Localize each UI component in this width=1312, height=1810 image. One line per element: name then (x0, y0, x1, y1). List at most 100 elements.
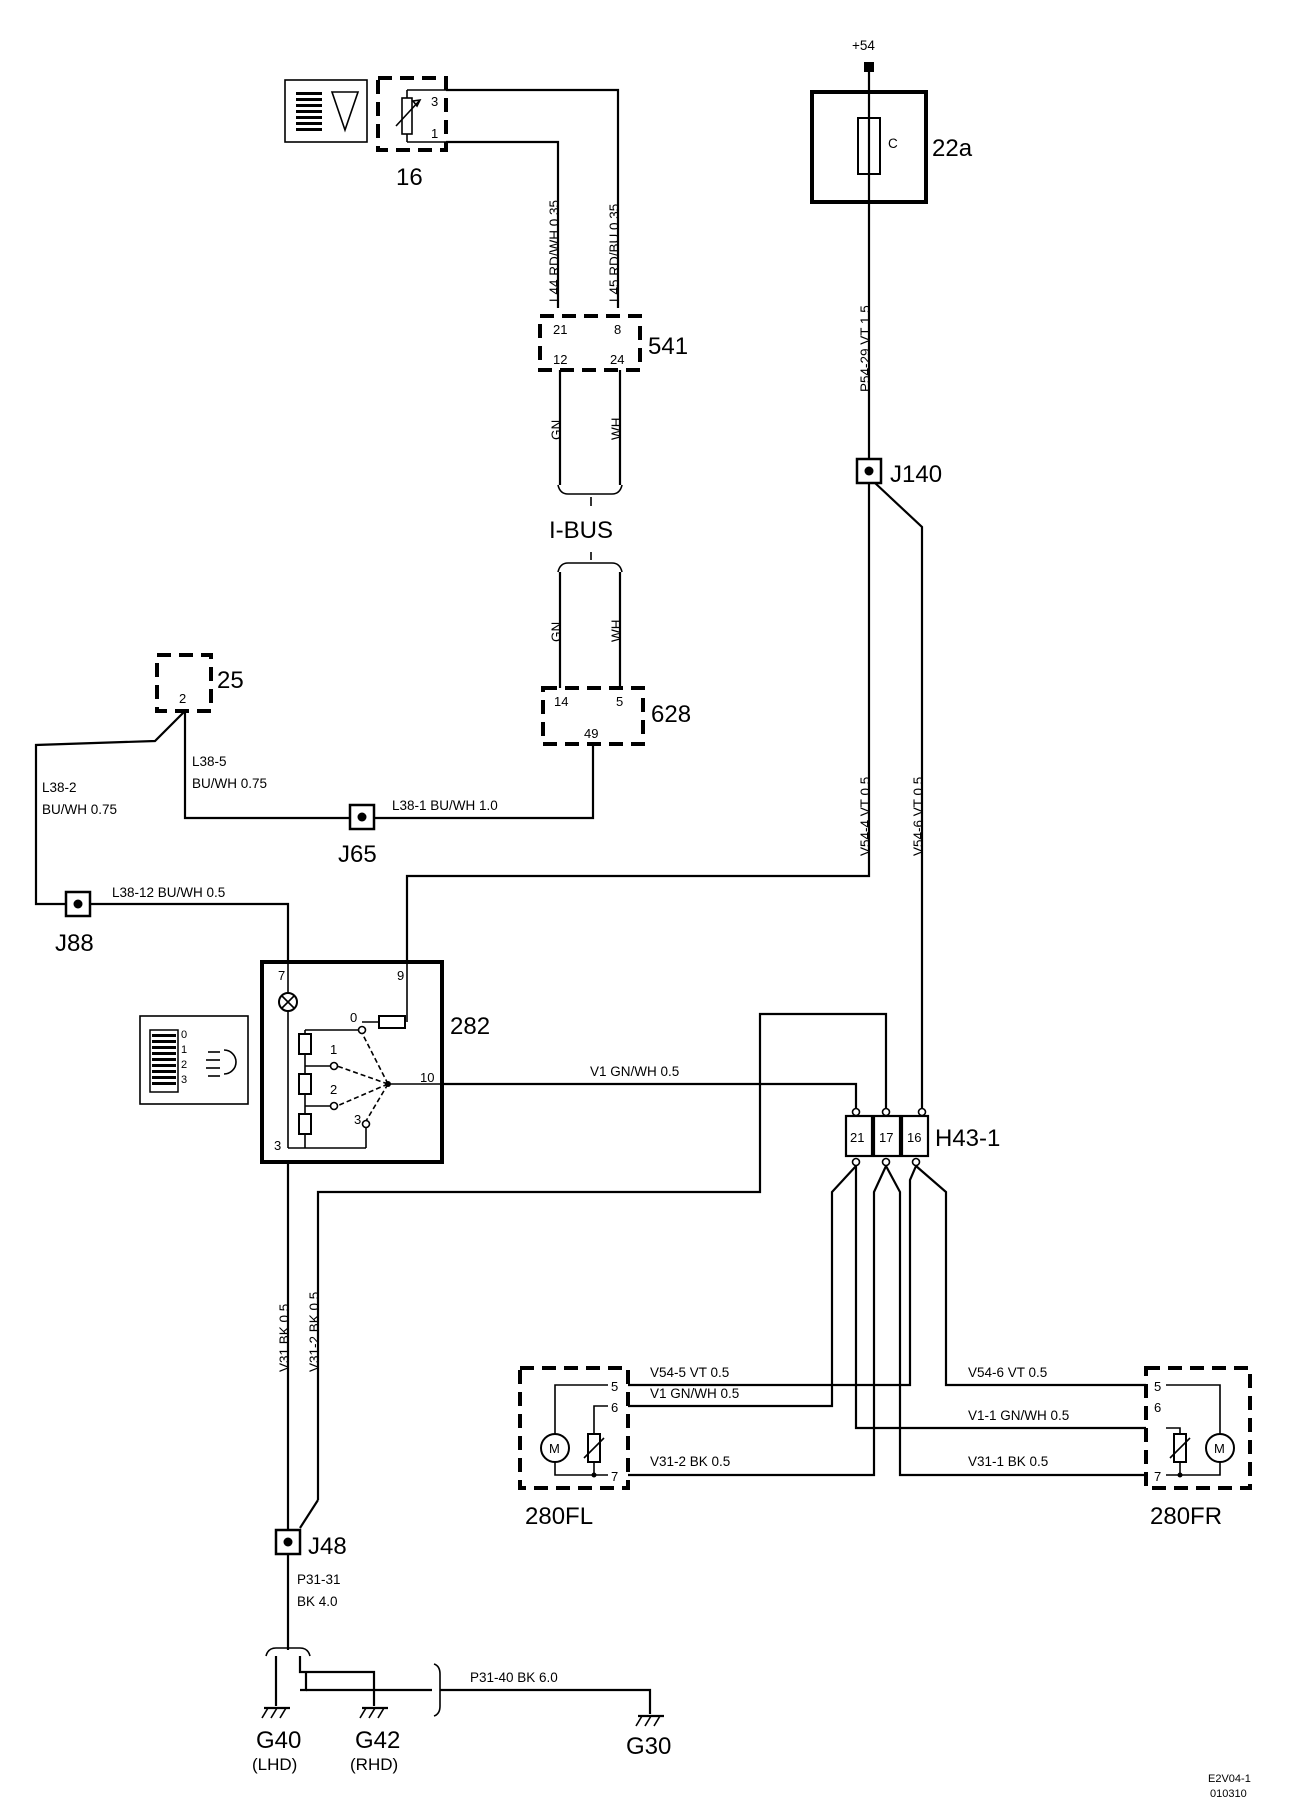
component-282-box (260, 960, 444, 1164)
wire-v1-fl (628, 1165, 857, 1408)
supply-terminal: +54 (852, 38, 875, 72)
ibus-label: I-BUS (549, 517, 613, 544)
junction-j140: J140 (855, 457, 942, 488)
h43-pin-17: 17 (879, 1130, 893, 1145)
motor-fr-icon (1205, 1433, 1235, 1463)
pin-541-12: 12 (553, 352, 567, 367)
ground-g42-note: (RHD) (350, 1755, 398, 1774)
h43-pin16-cell (900, 1114, 930, 1158)
ibus-brace-upper (557, 484, 623, 495)
component-22a-box (810, 90, 928, 204)
wire-l38-2 (34, 710, 186, 906)
wire-l38-5-label: L38-5 (192, 754, 227, 769)
wire-l45-label: L45 RD/BU 0.35 (607, 204, 622, 302)
component-541: 21 8 12 24 541 (538, 314, 688, 372)
wire-p31-31-spec: BK 4.0 (297, 1594, 338, 1609)
ground-g30: G30 (626, 1714, 671, 1760)
resistor-9-icon (378, 1015, 406, 1029)
dimmer-panel-icon (284, 79, 368, 143)
component-628-label: 628 (651, 701, 691, 728)
ground-brace-right (433, 1663, 441, 1717)
wire-v54-4-label: V54-4 VT 0.5 (858, 777, 873, 856)
pin-25-2: 2 (179, 691, 186, 706)
motor-fr-label: M (1214, 1441, 1225, 1456)
wire-v1-label: V1 GN/WH 0.5 (590, 1064, 679, 1079)
component-541-label: 541 (648, 333, 688, 360)
headlamp-icon (223, 1049, 237, 1075)
wire-l38-2-spec: BU/WH 0.75 (42, 802, 117, 817)
h43-pin21-cell (844, 1114, 874, 1158)
wire-v54-6-fr-label: V54-6 VT 0.5 (968, 1365, 1047, 1380)
rheostat-icon (401, 97, 413, 135)
ibus-wh-upper-label: WH (609, 418, 624, 441)
component-280fr: 5 6 7 M 280FR (1144, 1366, 1252, 1530)
pin-628-49: 49 (584, 726, 598, 741)
junction-j88-box (64, 890, 92, 918)
junction-j88-dot (73, 899, 83, 909)
junction-j88-label: J88 (55, 930, 94, 957)
wire-g42 (298, 1656, 376, 1706)
switch-pos-0: 0 (350, 1010, 357, 1025)
pin-16-1: 1 (431, 126, 438, 141)
component-22a-label: 22a (932, 135, 973, 162)
switch-pos-1: 1 (330, 1042, 337, 1057)
fr-pin-6: 6 (1154, 1400, 1161, 1415)
ground-g40-note: (LHD) (252, 1755, 297, 1774)
ground-g42-label: G42 (355, 1727, 400, 1754)
switch-pos-3: 3 (354, 1112, 361, 1127)
footer-code: E2V04-1 (1208, 1773, 1251, 1785)
wire-v54-5-fl (628, 1165, 918, 1387)
wire-l45 (446, 88, 620, 308)
wire-p31-40-label: P31-40 BK 6.0 (470, 1670, 558, 1685)
component-16: 3 1 16 (284, 76, 448, 191)
ibus-gn-lower-label: GN (549, 622, 564, 642)
wire-l44 (446, 140, 560, 308)
ground-g30-label: G30 (626, 1733, 671, 1760)
switch-legend-3: 3 (181, 1074, 187, 1086)
switch-legend-0: 0 (181, 1029, 187, 1041)
contact-1-icon (329, 1061, 339, 1071)
light-switch-panel-icon: 0 1 2 3 (139, 1015, 249, 1105)
component-541-box (538, 314, 642, 372)
fl-pin-6: 6 (611, 1400, 618, 1415)
component-280fr-box (1144, 1366, 1252, 1490)
junction-j140-label: J140 (890, 461, 942, 488)
connector-h43-1: 21 17 16 H43-1 (844, 1107, 1000, 1167)
wire-v54-5-label: V54-5 VT 0.5 (650, 1365, 729, 1380)
resistor-3-icon (298, 1113, 312, 1135)
wire-v54-6-up (874, 482, 924, 1116)
wire-v31-label: V31 BK 0.5 (277, 1304, 292, 1372)
h43-pin-21: 21 (850, 1130, 864, 1145)
ibus-wh-lower-label: WH (609, 620, 624, 643)
ground-g40-label: G40 (256, 1727, 301, 1754)
component-280fl: 5 6 7 M 280FL (518, 1366, 630, 1530)
rheostat-arrowhead-icon (411, 98, 422, 108)
junction-j65: J65 (338, 803, 377, 868)
motor-fl-icon (540, 1433, 570, 1463)
component-280fl-box (518, 1366, 630, 1490)
wire-l38-1-label: L38-1 BU/WH 1.0 (392, 798, 498, 813)
wire-v31-2-label: V31-2 BK 0.5 (307, 1292, 322, 1372)
wire-p31-31-label: P31-31 (297, 1572, 341, 1587)
ground-g40: G40 (LHD) (252, 1706, 301, 1774)
wire-v31-2-fl-label: V31-2 BK 0.5 (650, 1454, 730, 1469)
ibus-gn-upper-label: GN (549, 420, 564, 440)
ibus-brace-lower (557, 562, 623, 573)
wire-v31-2 (316, 1012, 888, 1500)
wire-l38-5-spec: BU/WH 0.75 (192, 776, 267, 791)
component-25: 2 25 (155, 653, 244, 713)
pin-541-21: 21 (553, 322, 567, 337)
component-282-label: 282 (450, 1013, 490, 1040)
dimmer-panel-bars-icon (296, 92, 322, 131)
wire-v54-4 (405, 483, 871, 962)
wire-p31-40 (440, 1688, 652, 1714)
component-22a: C 22a (810, 90, 973, 204)
h43-pin-16: 16 (907, 1130, 921, 1145)
pin-282-7: 7 (278, 968, 285, 983)
pin-541-8: 8 (614, 322, 621, 337)
switch-legend-2: 2 (181, 1059, 187, 1071)
wire-l38-5 (183, 711, 350, 820)
footer-number: 010310 (1210, 1788, 1247, 1800)
component-280fl-label: 280FL (525, 1503, 593, 1530)
